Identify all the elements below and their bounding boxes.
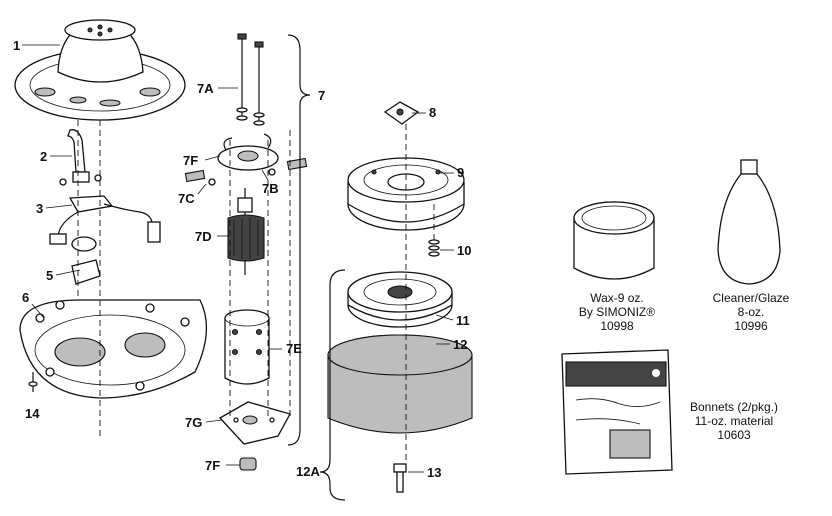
cleaner-name: Cleaner/Glaze [713, 291, 790, 305]
part-13-bolt [393, 463, 407, 493]
cleaner-bottle-image [717, 159, 781, 285]
wax-name: Wax-9 oz. [590, 291, 644, 305]
callout-12: 12 [453, 337, 467, 352]
callout-12a: 12A [296, 464, 320, 479]
callout-7d: 7D [195, 229, 212, 244]
part-7e-field-housing [224, 309, 270, 385]
bonnets-name: Bonnets (2/pkg.) [690, 400, 778, 414]
part-7d-armature [227, 188, 265, 275]
callout-7g: 7G [185, 415, 202, 430]
part-6-base-plate [19, 299, 208, 399]
callout-2: 2 [40, 149, 47, 164]
part-7g-end-bracket [218, 401, 291, 445]
part-7c-brushes [184, 157, 308, 186]
wax-brand: By SIMONIZ® [579, 305, 655, 319]
part-7f-bottom-bearing [239, 457, 257, 471]
part-5-switch-block [71, 236, 101, 285]
callout-7c: 7C [178, 191, 195, 206]
callout-7f-top: 7F [183, 153, 198, 168]
callout-10: 10 [457, 243, 471, 258]
callout-1: 1 [13, 38, 20, 53]
wax-part-number: 10998 [600, 319, 634, 333]
part-7a-long-screws [236, 33, 265, 126]
bonnets-part-number: 10603 [717, 428, 751, 442]
callout-7e: 7E [286, 341, 302, 356]
cleaner-part-number: 10996 [734, 319, 768, 333]
callout-8: 8 [429, 105, 436, 120]
part-1-top-cover [14, 19, 186, 121]
callout-6: 6 [22, 290, 29, 305]
callout-7a: 7A [197, 81, 214, 96]
part-8-clip [383, 101, 420, 125]
bonnets-package-image [561, 349, 673, 475]
callout-3: 3 [36, 201, 43, 216]
callout-7b: 7B [262, 181, 279, 196]
callout-9: 9 [457, 165, 464, 180]
part-11-drive-plate [347, 271, 453, 328]
callout-7: 7 [318, 88, 325, 103]
part-12-pad [327, 334, 473, 434]
part-14-screw [28, 372, 38, 392]
callout-13: 13 [427, 465, 441, 480]
cleaner-size: 8-oz. [738, 305, 765, 319]
callout-7f-bottom: 7F [205, 458, 220, 473]
callout-11: 11 [456, 313, 470, 328]
part-10-fastener [428, 239, 440, 257]
part-7f-top-bearing-plate [217, 133, 279, 171]
callout-14: 14 [25, 406, 40, 421]
callout-5: 5 [46, 268, 53, 283]
wax-can-image [573, 201, 655, 280]
part-3-switch-plate [49, 195, 161, 245]
bonnets-material: 11-oz. material [695, 414, 773, 428]
part-2-handle-bracket [59, 129, 102, 186]
